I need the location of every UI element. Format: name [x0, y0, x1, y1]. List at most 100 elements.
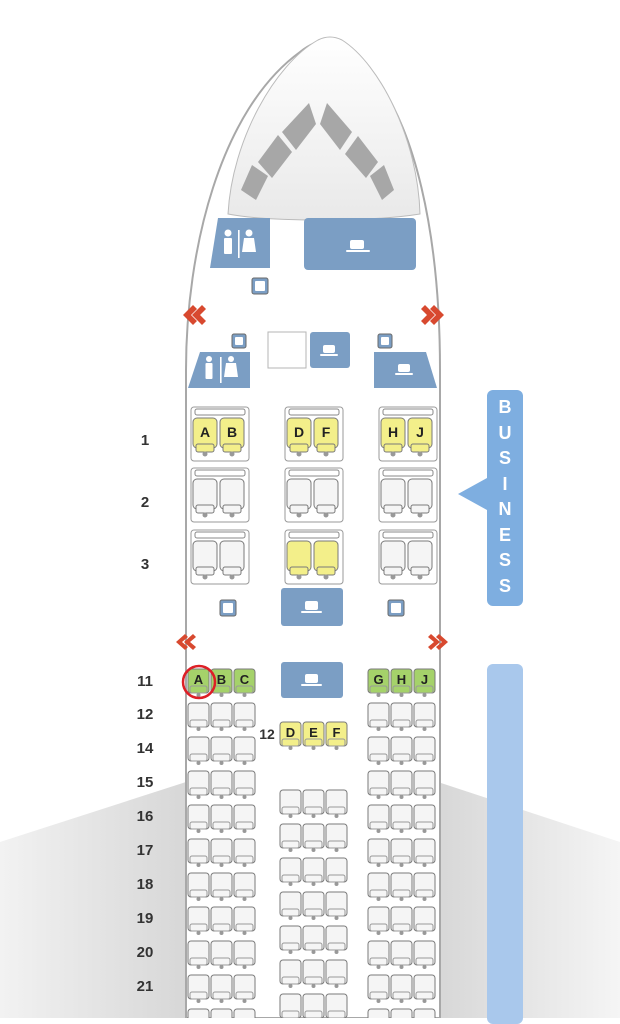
seat-standard[interactable]: [367, 702, 390, 731]
seat-standard[interactable]: [233, 804, 256, 833]
seat-2-right-0[interactable]: [380, 478, 406, 518]
seat-standard[interactable]: [413, 872, 436, 901]
seat-standard[interactable]: [413, 838, 436, 867]
seat-standard[interactable]: [210, 838, 233, 867]
seat-standard[interactable]: [187, 974, 210, 1003]
seat-standard[interactable]: [325, 925, 348, 954]
seat-11H[interactable]: H: [390, 668, 413, 697]
seat-standard[interactable]: [390, 1008, 413, 1018]
seat-11C[interactable]: C: [233, 668, 256, 697]
seat-standard[interactable]: [210, 770, 233, 799]
seat-2-left-1[interactable]: [219, 478, 245, 518]
seat-11A[interactable]: A: [187, 668, 210, 697]
seat-standard[interactable]: [233, 974, 256, 1003]
seat-standard[interactable]: [210, 872, 233, 901]
seat-standard[interactable]: [187, 872, 210, 901]
seat-standard[interactable]: [390, 974, 413, 1003]
seat-standard[interactable]: [233, 940, 256, 969]
seat-standard[interactable]: [302, 925, 325, 954]
seat-standard[interactable]: [210, 974, 233, 1003]
seat-standard[interactable]: [325, 857, 348, 886]
seat-standard[interactable]: [302, 789, 325, 818]
seat-standard[interactable]: [390, 770, 413, 799]
seat-1F[interactable]: F: [313, 417, 339, 457]
seat-3-right-1[interactable]: [407, 540, 433, 580]
seat-standard[interactable]: [390, 804, 413, 833]
seat-standard[interactable]: [367, 872, 390, 901]
seat-standard[interactable]: [302, 857, 325, 886]
seat-3-left-1[interactable]: [219, 540, 245, 580]
seat-standard[interactable]: [210, 906, 233, 935]
seat-2-right-1[interactable]: [407, 478, 433, 518]
seat-standard[interactable]: [210, 736, 233, 765]
seat-12D[interactable]: D: [279, 721, 302, 750]
seat-standard[interactable]: [367, 804, 390, 833]
seat-standard[interactable]: [279, 925, 302, 954]
seat-standard[interactable]: [390, 736, 413, 765]
seat-1A[interactable]: A: [192, 417, 218, 457]
seat-standard[interactable]: [187, 804, 210, 833]
seat-3-left-0[interactable]: [192, 540, 218, 580]
seat-3-center-0[interactable]: [286, 540, 312, 580]
seat-standard[interactable]: [390, 940, 413, 969]
seat-standard[interactable]: [367, 1008, 390, 1018]
seat-standard[interactable]: [187, 838, 210, 867]
seat-standard[interactable]: [279, 993, 302, 1018]
seat-standard[interactable]: [367, 906, 390, 935]
seat-standard[interactable]: [302, 993, 325, 1018]
seat-standard[interactable]: [413, 974, 436, 1003]
seat-1D[interactable]: D: [286, 417, 312, 457]
seat-standard[interactable]: [302, 959, 325, 988]
seat-standard[interactable]: [367, 940, 390, 969]
seat-standard[interactable]: [413, 906, 436, 935]
seat-standard[interactable]: [233, 736, 256, 765]
seat-standard[interactable]: [233, 770, 256, 799]
seat-standard[interactable]: [390, 702, 413, 731]
seat-standard[interactable]: [210, 702, 233, 731]
seat-standard[interactable]: [187, 702, 210, 731]
seat-standard[interactable]: [233, 838, 256, 867]
seat-standard[interactable]: [233, 872, 256, 901]
seat-standard[interactable]: [325, 993, 348, 1018]
seat-standard[interactable]: [210, 940, 233, 969]
seat-standard[interactable]: [367, 838, 390, 867]
seat-standard[interactable]: [302, 891, 325, 920]
seat-standard[interactable]: [187, 770, 210, 799]
seat-2-center-0[interactable]: [286, 478, 312, 518]
seat-standard[interactable]: [325, 789, 348, 818]
seat-standard[interactable]: [367, 736, 390, 765]
seat-standard[interactable]: [233, 1008, 256, 1018]
seat-standard[interactable]: [325, 959, 348, 988]
seat-standard[interactable]: [279, 789, 302, 818]
seat-standard[interactable]: [367, 974, 390, 1003]
seat-2-left-0[interactable]: [192, 478, 218, 518]
seat-standard[interactable]: [413, 804, 436, 833]
seat-standard[interactable]: [210, 1008, 233, 1018]
seat-standard[interactable]: [413, 702, 436, 731]
seat-standard[interactable]: [233, 906, 256, 935]
seat-standard[interactable]: [325, 823, 348, 852]
seat-standard[interactable]: [187, 1008, 210, 1018]
seat-2-center-1[interactable]: [313, 478, 339, 518]
seat-standard[interactable]: [279, 959, 302, 988]
seat-standard[interactable]: [413, 770, 436, 799]
seat-standard[interactable]: [413, 736, 436, 765]
seat-standard[interactable]: [210, 804, 233, 833]
seat-standard[interactable]: [390, 838, 413, 867]
seat-standard[interactable]: [233, 702, 256, 731]
seat-standard[interactable]: [367, 770, 390, 799]
seat-standard[interactable]: [279, 857, 302, 886]
seat-3-right-0[interactable]: [380, 540, 406, 580]
seat-standard[interactable]: [325, 891, 348, 920]
seat-standard[interactable]: [187, 906, 210, 935]
seat-standard[interactable]: [390, 872, 413, 901]
seat-11G[interactable]: G: [367, 668, 390, 697]
seat-standard[interactable]: [413, 940, 436, 969]
seat-standard[interactable]: [390, 906, 413, 935]
seat-3-center-1[interactable]: [313, 540, 339, 580]
seat-11B[interactable]: B: [210, 668, 233, 697]
seat-1B[interactable]: B: [219, 417, 245, 457]
seat-1H[interactable]: H: [380, 417, 406, 457]
seat-12E[interactable]: E: [302, 721, 325, 750]
seat-standard[interactable]: [279, 823, 302, 852]
